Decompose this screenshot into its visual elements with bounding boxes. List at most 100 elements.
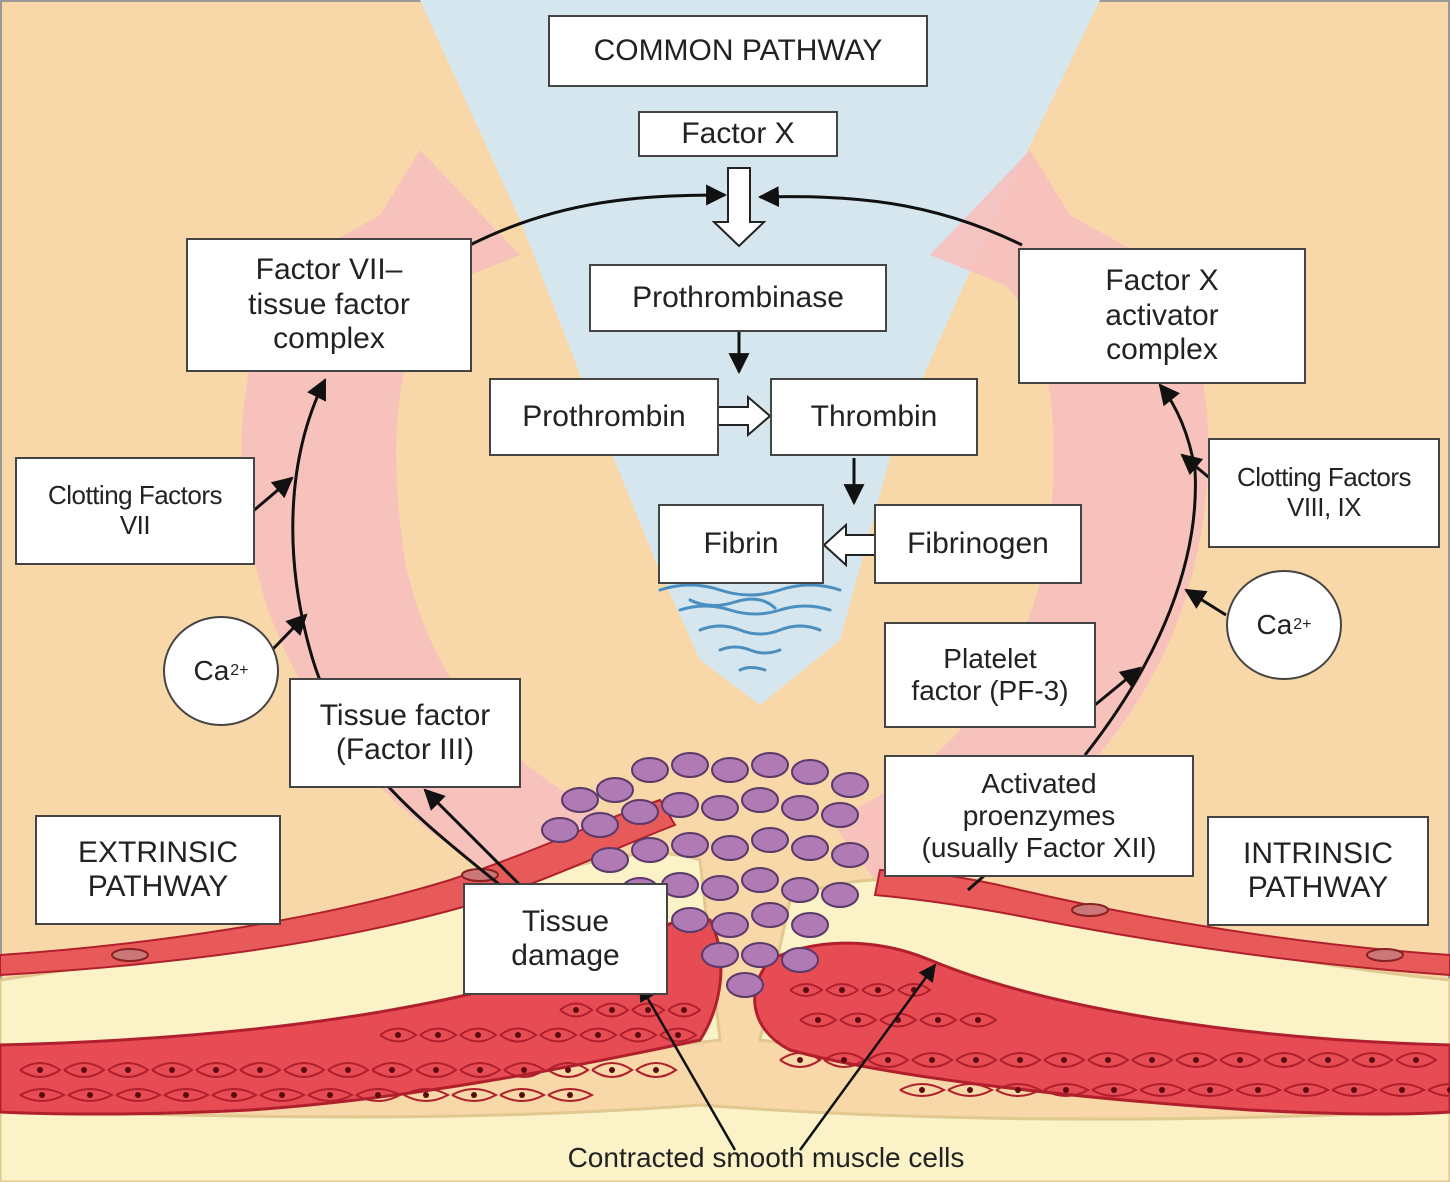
muscle-cell-nucleus [1193,1057,1199,1063]
muscle-cell-nucleus [1149,1057,1155,1063]
clot-cell [702,796,738,820]
muscle-cell-nucleus [169,1067,175,1073]
muscle-cell-nucleus [477,1067,483,1073]
clotting-factors-vii-box: Clotting Factors VII [15,457,255,565]
thrombin-box: Thrombin [770,378,978,456]
fibrin-box: Fibrin [658,504,824,584]
clot-cell [742,943,778,967]
muscle-cell-nucleus [635,1032,641,1038]
prothrombin-box: Prothrombin [489,378,719,456]
muscle-cell-nucleus [645,1007,651,1013]
muscle-cell-nucleus [975,1017,981,1023]
muscle-cell-nucleus [875,987,881,993]
muscle-cell-nucleus [1399,1087,1405,1093]
muscle-cell-nucleus [231,1092,237,1098]
muscle-cell-nucleus [1237,1057,1243,1063]
muscle-cell-nucleus [967,1087,973,1093]
muscle-cell-nucleus [39,1092,45,1098]
muscle-cell-nucleus [1369,1057,1375,1063]
clot-cell [542,818,578,842]
clot-cell [742,788,778,812]
tissue-factor-box: Tissue factor (Factor III) [289,678,521,788]
muscle-cell-nucleus [1207,1087,1213,1093]
factor-x-activator-complex-box: Factor X activator complex [1018,248,1306,384]
muscle-cell-nucleus [681,1007,687,1013]
clot-cell [792,760,828,784]
clot-cell [582,813,618,837]
muscle-cell-nucleus [919,1087,925,1093]
muscle-cell-nucleus [595,1032,601,1038]
muscle-cell-nucleus [279,1092,285,1098]
clot-cell [662,793,698,817]
muscle-cell-nucleus [213,1067,219,1073]
muscle-cell-nucleus [1413,1057,1419,1063]
muscle-cell-nucleus [1351,1087,1357,1093]
endothelial-nucleus [112,949,148,961]
muscle-cell-nucleus [803,987,809,993]
clot-cell [592,848,628,872]
muscle-cell-nucleus [327,1092,333,1098]
factor-x-box: Factor X [638,111,838,157]
prothrombinase-box: Prothrombinase [589,264,887,332]
muscle-cell-nucleus [609,1067,615,1073]
muscle-cell-nucleus [565,1067,571,1073]
tissue-damage-box: Tissue damage [463,883,668,995]
clot-cell [782,878,818,902]
clot-cell [822,883,858,907]
clot-cell [742,868,778,892]
clot-cell [792,913,828,937]
muscle-cell-nucleus [519,1092,525,1098]
clot-cell [702,876,738,900]
muscle-cell-nucleus [521,1067,527,1073]
endothelial-nucleus [1072,904,1108,916]
muscle-cell-nucleus [1255,1087,1261,1093]
clot-cell [752,753,788,777]
clot-cell [672,753,708,777]
muscle-cell-nucleus [515,1032,521,1038]
factor-vii-tissue-factor-complex-box: Factor VII– tissue factor complex [186,238,472,372]
muscle-cell-nucleus [841,1057,847,1063]
clot-cell [672,833,708,857]
clot-cell [782,796,818,820]
muscle-cell-nucleus [573,1007,579,1013]
clot-cell [752,828,788,852]
muscle-cell-nucleus [301,1067,307,1073]
clot-cell [712,913,748,937]
clot-cell [702,943,738,967]
muscle-cell-nucleus [375,1092,381,1098]
muscle-cell-nucleus [257,1067,263,1073]
muscle-cell-nucleus [797,1057,803,1063]
muscle-cell-nucleus [433,1067,439,1073]
muscle-cell-nucleus [471,1092,477,1098]
muscle-cell-nucleus [81,1067,87,1073]
muscle-cell-nucleus [675,1032,681,1038]
muscle-cell-nucleus [653,1067,659,1073]
muscle-cell-nucleus [567,1092,573,1098]
muscle-cell-nucleus [435,1032,441,1038]
clot-cell [632,758,668,782]
clot-cell [712,836,748,860]
muscle-cell-nucleus [1325,1057,1331,1063]
muscle-cell-nucleus [1063,1087,1069,1093]
muscle-cell-nucleus [423,1092,429,1098]
muscle-cell-nucleus [973,1057,979,1063]
clot-cell [832,773,868,797]
clotting-factors-viii-ix-box: Clotting Factors VIII, IX [1208,438,1440,548]
muscle-cell-nucleus [929,1057,935,1063]
muscle-cell-nucleus [395,1032,401,1038]
muscle-cell-nucleus [855,1017,861,1023]
muscle-cell-nucleus [37,1067,43,1073]
muscle-cell-nucleus [87,1092,93,1098]
clot-cell [562,788,598,812]
muscle-cell-nucleus [1281,1057,1287,1063]
muscle-cell-nucleus [183,1092,189,1098]
activated-proenzymes-box: Activated proenzymes (usually Factor XII… [884,755,1194,877]
muscle-cell-nucleus [475,1032,481,1038]
muscle-cell-nucleus [345,1067,351,1073]
clot-cell [752,903,788,927]
muscle-cell-nucleus [1061,1057,1067,1063]
muscle-cell-nucleus [125,1067,131,1073]
clot-cell [822,803,858,827]
